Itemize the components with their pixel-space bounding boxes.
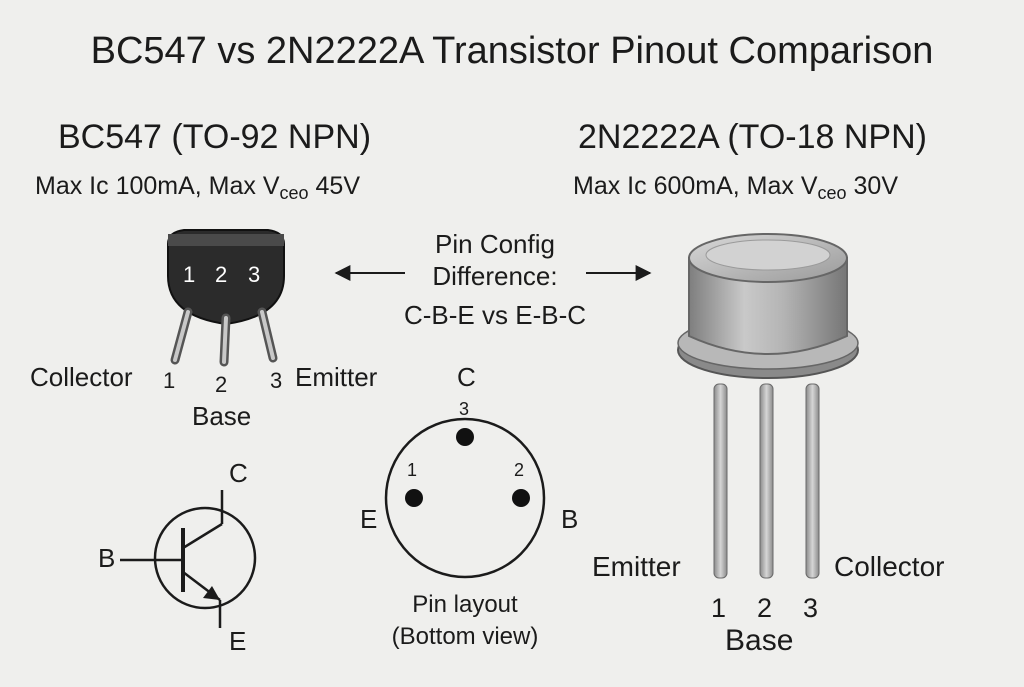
to92-legs [170,307,278,367]
to18-package [677,233,859,579]
bc547-heading: BC547 (TO-92 NPN) [58,118,372,156]
bc547-pin3-label: 3 [270,368,283,393]
page-title: BC547 vs 2N2222A Transistor Pinout Compa… [90,30,934,72]
difference-line-2: Difference: [432,261,558,291]
n2222a-heading: 2N2222A (TO-18 NPN) [578,118,927,156]
pin-layout-caption-2: (Bottom view) [391,623,539,650]
bc547-emitter-label: Emitter [295,362,378,392]
symbol-b-label: B [98,543,116,573]
n2222a-emitter-label: Emitter [592,551,681,582]
n2222a-spec: Max Ic 600mA, Max Vceo 30V [573,172,898,203]
n2222a-collector-label: Collector [834,551,945,582]
symbol-e-label: E [229,626,247,656]
bc547-base-label: Base [192,401,252,431]
pin-layout-e-letter: E [360,504,378,534]
to92-pin-2: 2 [215,262,228,287]
bc547-pin2-label: 2 [215,372,228,397]
bc547-spec: Max Ic 100mA, Max Vceo 45V [35,172,360,203]
bc547-pin1-label: 1 [163,368,176,393]
n2222a-pin-1: 1 [711,593,727,623]
to92-pin-1: 1 [183,262,196,287]
difference-line-3: C-B-E vs E-B-C [404,300,586,330]
difference-line-1: Pin Config [435,229,555,259]
to92-pin-3: 3 [248,262,261,287]
pin-layout-caption-1: Pin layout [412,591,518,618]
to92-package [167,229,285,367]
pin-layout-1-num: 1 [407,460,418,480]
n2222a-pin-2: 2 [757,593,773,623]
pin-layout-3-num: 3 [459,399,470,419]
npn-symbol [120,490,257,628]
pin-layout-b-letter: B [561,504,579,534]
symbol-c-label: C [229,458,248,488]
n2222a-pin-3: 3 [803,593,819,623]
pin-layout-circle [384,417,546,579]
pin-layout-c-letter: C [457,362,476,392]
bc547-collector-label: Collector [30,362,133,392]
n2222a-base-label: Base [725,624,794,657]
pin-layout-2-num: 2 [514,460,525,480]
